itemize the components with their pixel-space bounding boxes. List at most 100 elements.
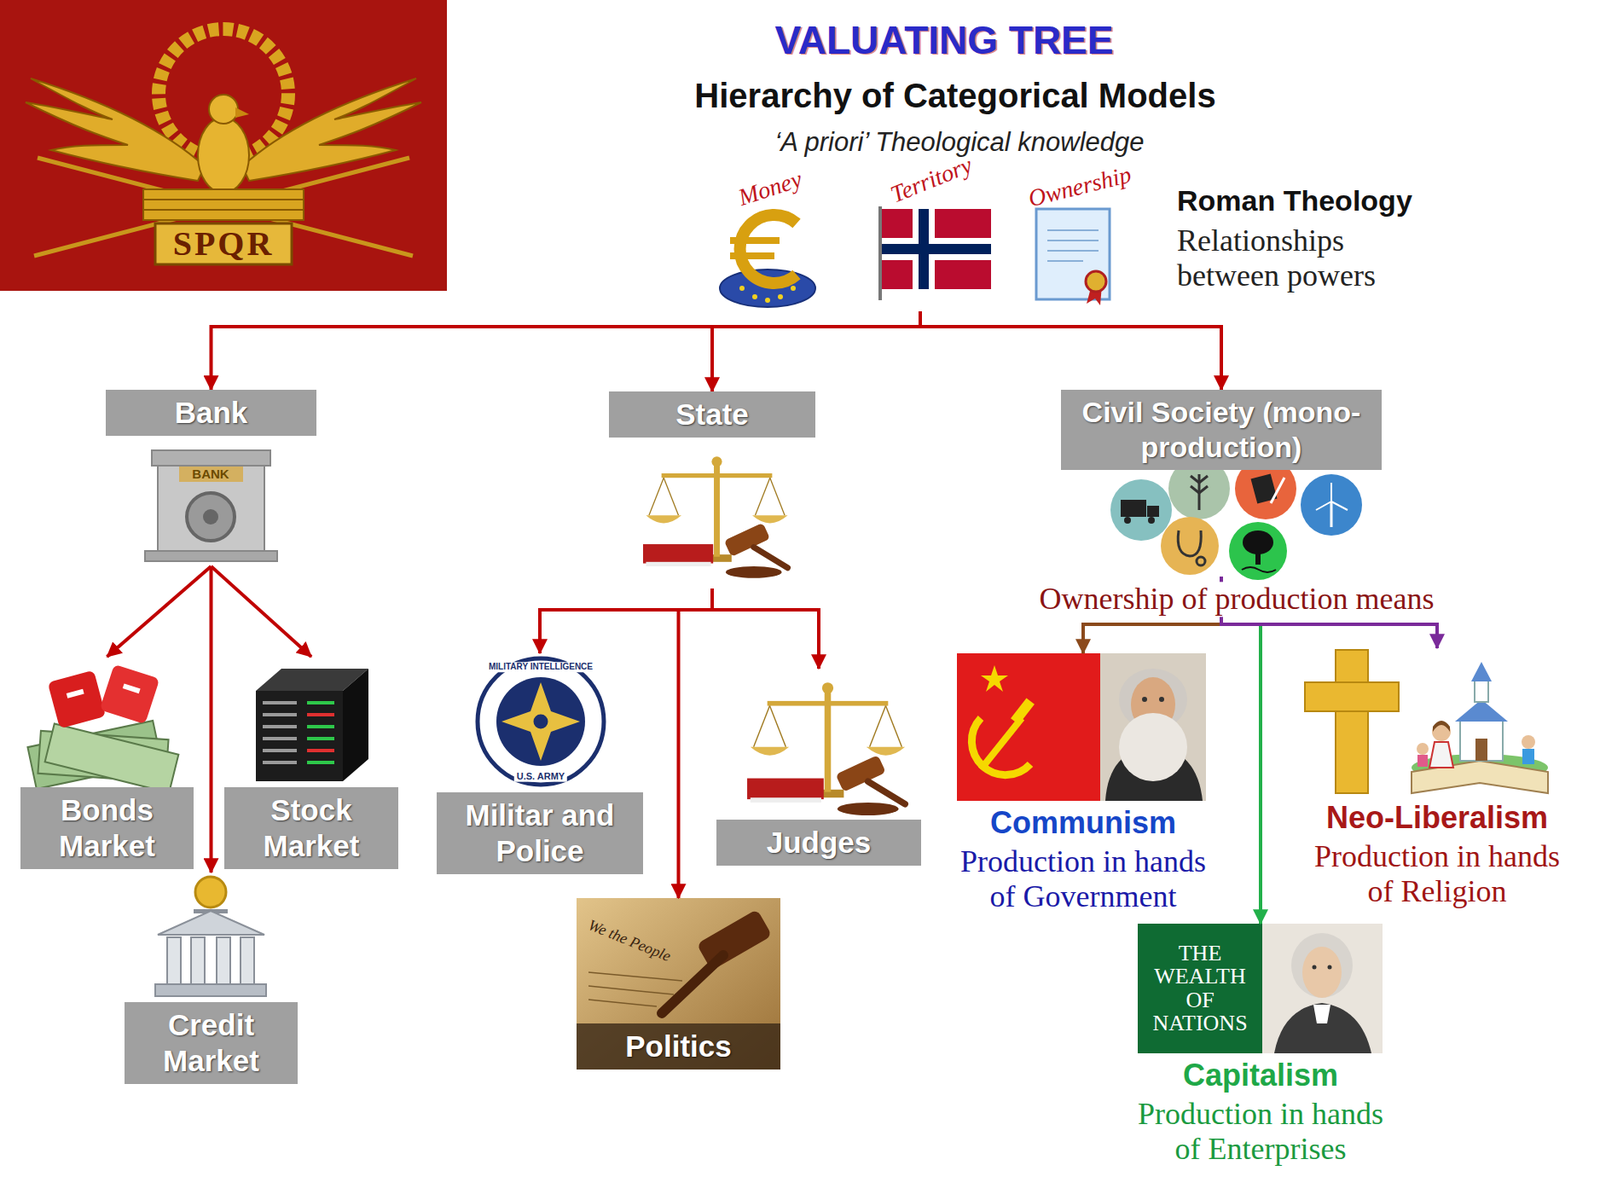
communism-picture-part: [1118, 713, 1188, 782]
credit-bank-icon-part: [195, 876, 227, 908]
stock-cube-icon-part: [255, 690, 343, 782]
credit-bank-icon-part: [167, 937, 181, 985]
judges-justice-icon: [747, 682, 905, 816]
ideology-description: Production in hands of Enterprises: [1128, 1096, 1393, 1166]
grey-label-band: Bonds Market: [20, 787, 194, 870]
politics-picture-part: [588, 999, 657, 1007]
military-badge-icon-part: [501, 682, 580, 761]
bank-building-icon-part: [179, 466, 244, 482]
power-word: Territory: [886, 150, 977, 209]
religion-picture-part: [1336, 683, 1368, 711]
civil-society-icons-part: [1199, 475, 1208, 483]
euro-coin-icon-part: [740, 214, 797, 284]
ideology-heading: Communism: [946, 804, 1220, 841]
grey-label-band: State: [608, 391, 816, 438]
ideology-node: Neo-LiberalismProduction in hands of Rel…: [1296, 648, 1578, 909]
stock-cube-icon-part: [262, 724, 297, 729]
state-justice-icon-part: [643, 456, 789, 579]
category-box: Credit Market: [124, 872, 298, 1085]
bank-sign: BANK: [191, 466, 229, 482]
civil-society-icons-part: [1177, 530, 1201, 557]
wealth-of-nations-picture: [1137, 923, 1383, 1054]
spqr-banner-part: [155, 223, 292, 265]
religion-picture-part: [1522, 748, 1535, 765]
category-box: Judges: [716, 668, 922, 866]
bonds-icon: [27, 664, 179, 794]
wealth-of-nations-picture-part: [1312, 965, 1317, 970]
norway-flag-icon-part: [878, 206, 882, 301]
civil-society-icons-part: [1160, 516, 1219, 575]
wealth-of-nations-picture-part: [1291, 933, 1353, 998]
wealth-of-nations-picture-part: [1327, 965, 1333, 970]
category-box: State: [608, 391, 816, 589]
spqr-banner-part: [235, 107, 250, 118]
state-justice-icon: [643, 456, 789, 579]
stock-cube-icon-part: [262, 736, 297, 741]
certificate-icon-part: [1047, 229, 1099, 232]
bonds-icon-part: [99, 664, 161, 725]
communism-picture-part: [1100, 653, 1206, 801]
grey-label-band: Politics: [576, 1023, 781, 1070]
euro-coin-icon-part: [765, 297, 771, 303]
civil-society-icons-part: [1147, 516, 1155, 524]
civil-society-icons-part: [1330, 482, 1333, 502]
religion-picture-part: [1460, 719, 1503, 761]
wealth-of-nations-picture-part: [1137, 923, 1263, 1054]
civil-society-icons: [1110, 457, 1363, 580]
diagram-title: VALUATING TREE: [775, 17, 1114, 64]
connector-arrow: [920, 311, 1222, 390]
communism-picture-part: [980, 665, 1009, 692]
religion-picture-part: [1416, 742, 1429, 755]
stock-cube-icon-part: [307, 701, 335, 705]
euro-coin-icon-part: [777, 294, 783, 300]
bonds-icon-part: [45, 724, 180, 794]
communism-picture: [956, 653, 1206, 801]
grey-label-band: Judges: [716, 819, 922, 866]
communism-picture-part: [956, 653, 1206, 801]
credit-bank-icon-part: [191, 937, 205, 985]
civil-society-icons-part: [1315, 501, 1332, 511]
document-script: We the People: [585, 915, 674, 966]
bank-building-icon-part: [157, 465, 265, 551]
military-badge-icon-part: [496, 677, 586, 766]
connector-arrow: [539, 588, 713, 654]
communism-picture-part: [1142, 696, 1148, 702]
norway-flag-icon-part: [881, 208, 992, 290]
certificate-icon-part: [1085, 271, 1107, 292]
spqr-banner: [0, 0, 447, 291]
connector-arrow: [712, 311, 921, 392]
ideology-heading: Neo-Liberalism: [1296, 799, 1578, 836]
connector-arrow: [678, 588, 714, 899]
category-box: Stock Market: [224, 656, 399, 870]
connector-arrow: [209, 566, 214, 873]
politics-picture-part: [588, 972, 683, 981]
civil-society-icons-part: [1147, 505, 1160, 517]
ideology-node: CapitalismProduction in hands of Enterpr…: [1124, 923, 1398, 1166]
communism-picture-part: [971, 718, 1031, 776]
politics-picture-part: [661, 955, 724, 1014]
spqr-banner-part: [197, 117, 250, 193]
norway-flag-icon-part: [881, 237, 992, 261]
root-concept-group: MoneyTerritoryOwnershipRoman TheologyRel…: [716, 157, 1425, 312]
norway-flag-icon-part: [881, 243, 992, 255]
certificate-icon-part: [1047, 249, 1099, 252]
civil-society-icons-part: [1300, 474, 1363, 536]
category-box: Bonds Market: [20, 656, 194, 870]
badge-text: U.S. ARMY: [514, 771, 568, 783]
spqr-banner-part: [143, 198, 304, 201]
stock-cube-icon-part: [307, 713, 335, 717]
spqr-banner-part: [208, 94, 238, 124]
credit-bank-icon-part: [216, 937, 231, 985]
spqr-banner-part: [242, 78, 422, 181]
connector-arrow: [712, 588, 819, 669]
stock-cube-icon-part: [342, 668, 369, 782]
bank-building-icon: [144, 450, 278, 562]
civil-society-icons-part: [1241, 567, 1276, 573]
ideology-node: CommunismProduction in hands of Governme…: [946, 653, 1220, 914]
power-word: Ownership: [1025, 161, 1134, 214]
religion-picture-part: [1521, 735, 1536, 749]
theology-note: Relationships between powers: [1176, 223, 1403, 295]
religion-picture: [1304, 649, 1548, 794]
bank-building-icon-part: [202, 509, 219, 525]
civil-society-icons-part: [1110, 479, 1172, 541]
